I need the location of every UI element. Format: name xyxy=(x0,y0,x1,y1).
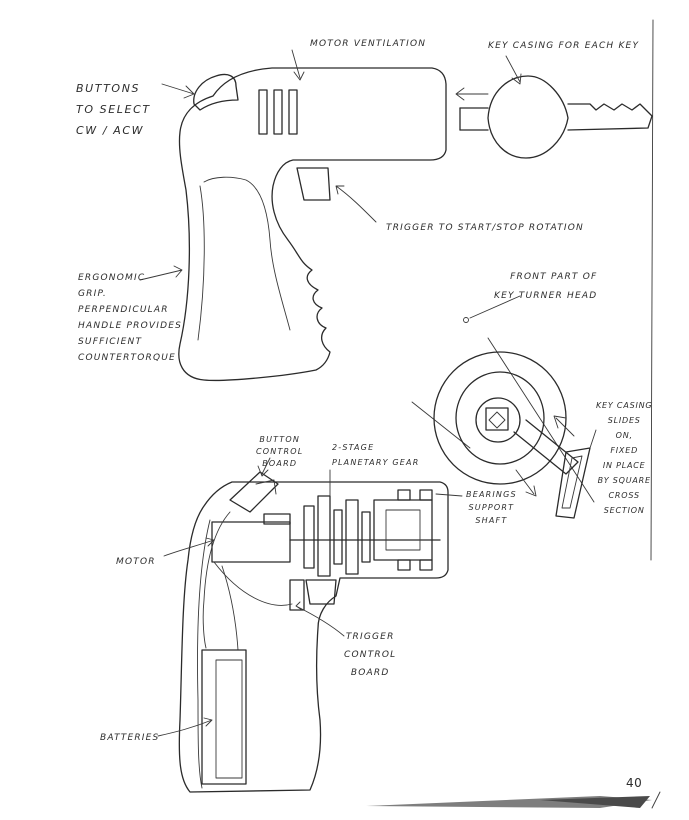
button-board-lever xyxy=(255,479,277,495)
label-key-casing-slides: KEY CASING SLIDES ON, FIXED IN PLACE BY … xyxy=(596,401,653,515)
page-corner-line xyxy=(651,791,661,809)
trigger-board xyxy=(289,579,305,611)
arrow-slide-in xyxy=(553,415,575,437)
label-bearings: BEARINGS SUPPORT SHAFT xyxy=(466,490,517,525)
key-casing-end xyxy=(555,447,591,519)
vent-slot-2 xyxy=(273,89,283,135)
gear-stage-2b xyxy=(361,511,371,563)
exterior-view xyxy=(139,49,653,382)
label-button-control-board: BUTTON CONTROL BOARD xyxy=(256,435,304,468)
wire-trigger xyxy=(213,561,293,606)
label-motor-ventilation: MOTOR VENTILATION xyxy=(310,39,427,49)
wire-button xyxy=(202,511,231,649)
motor-endcap xyxy=(263,513,291,525)
label-planetary-gear: 2-STAGE PLANETARY GEAR xyxy=(332,443,420,467)
bearing-top-1 xyxy=(397,489,411,501)
arrow-trigger xyxy=(335,185,377,223)
leader-front-part xyxy=(469,295,521,319)
arrow-button-board xyxy=(257,457,271,477)
bearing-bottom-2 xyxy=(419,559,433,571)
output-housing xyxy=(373,499,433,561)
head-core xyxy=(475,397,521,443)
cutaway-trigger xyxy=(305,579,337,605)
vent-slot-3 xyxy=(288,89,298,135)
square-socket-diamond xyxy=(488,411,506,429)
grip-front-contour xyxy=(197,185,205,341)
gear-stage-1c xyxy=(333,509,343,565)
output-inner xyxy=(385,509,421,551)
arrow-buttons xyxy=(161,83,195,99)
battery-pack xyxy=(201,649,247,785)
battery-cell xyxy=(215,659,243,779)
square-socket xyxy=(485,407,509,431)
label-ergonomic: ERGONOMIC GRIP. PERPENDICULAR HANDLE PRO… xyxy=(78,273,183,363)
arrow-trigger-board xyxy=(295,601,345,637)
wire-battery xyxy=(221,565,239,651)
mode-buttons xyxy=(193,73,239,111)
gear-stage-1b xyxy=(317,495,331,577)
body-outline xyxy=(178,67,447,382)
arrow-key-casing xyxy=(505,55,522,85)
head-inner-ring xyxy=(455,371,545,465)
leader-dot xyxy=(463,317,469,323)
label-motor: MOTOR xyxy=(116,557,156,567)
page-fold-dark xyxy=(540,796,650,808)
bearing-bottom-1 xyxy=(397,559,411,571)
page-number: 40 xyxy=(626,776,643,790)
arrow-insert xyxy=(455,87,489,101)
arrow-motor xyxy=(163,537,215,557)
arrow-vent xyxy=(291,49,305,81)
key-casing-shaft xyxy=(513,419,579,475)
label-batteries: BATTERIES xyxy=(100,733,160,743)
label-trigger: TRIGGER TO START/STOP ROTATION xyxy=(386,223,584,233)
page-edge-line xyxy=(650,19,654,561)
arrow-batteries xyxy=(157,717,213,737)
trigger xyxy=(296,167,331,201)
label-key-casing: KEY CASING FOR EACH KEY xyxy=(488,41,640,51)
label-front-part: FRONT PART OF KEY TURNER HEAD xyxy=(494,272,598,301)
key-casing xyxy=(487,75,569,159)
arrow-slide-out xyxy=(515,469,537,497)
label-trigger-control-board: TRIGGER CONTROL BOARD xyxy=(344,632,397,678)
bearing-top-2 xyxy=(419,489,433,501)
gear-stage-2a xyxy=(345,499,359,575)
cut-line-lower xyxy=(411,401,471,449)
key-casing-end-inner xyxy=(561,455,583,509)
cutaway-view xyxy=(157,457,463,793)
button-board xyxy=(229,471,279,513)
vent-slot-1 xyxy=(258,89,268,135)
key-blade xyxy=(567,103,653,131)
motor-block xyxy=(211,521,291,563)
gear-stage-1a xyxy=(303,505,315,569)
arrow-ergonomic xyxy=(139,265,183,281)
arrow-key-slides xyxy=(589,429,597,449)
grip-inner-line xyxy=(203,176,291,331)
cutaway-shell-inner xyxy=(197,519,211,789)
arrow-bearings xyxy=(435,493,463,497)
label-buttons: BUTTONS TO SELECT CW / ACW xyxy=(76,82,151,137)
front-head-view xyxy=(411,295,597,519)
cut-line-upper xyxy=(487,337,595,503)
